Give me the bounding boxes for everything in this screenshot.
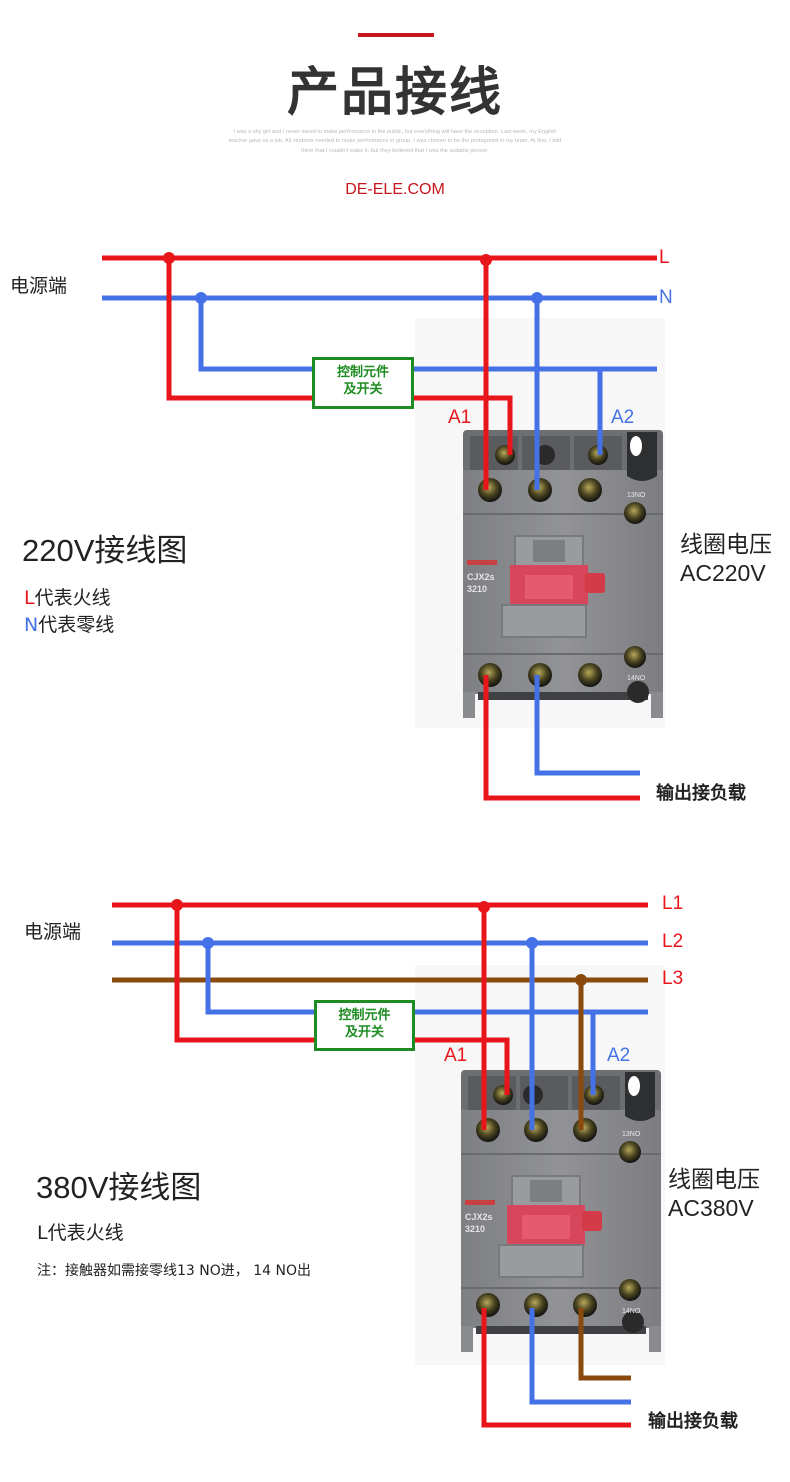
junction-dot — [163, 252, 175, 264]
source-label: 电源端 — [10, 275, 68, 297]
wire-N-to-control — [198, 298, 314, 372]
coil-terminal-A2: A2 — [607, 1045, 631, 1066]
control-element-box: 控制元件 及开关 — [314, 1000, 415, 1051]
aux-top-label: 13NO — [627, 492, 646, 499]
device-rating: 3210 — [465, 1224, 485, 1234]
control-box-line2: 及开关 — [344, 1025, 384, 1040]
wire-L-to-control — [166, 258, 314, 401]
coil-terminal-A1: A1 — [448, 407, 472, 428]
junction-dot — [478, 901, 490, 913]
output-load-label: 输出接负载 — [656, 783, 746, 804]
coil-voltage-value: AC220V — [680, 560, 766, 586]
control-element-box: 控制元件 及开关 — [312, 357, 414, 409]
control-box-line2: 及开关 — [343, 382, 383, 397]
line-label-N: N — [659, 287, 673, 308]
device-model: CJX2s — [467, 572, 495, 582]
coil-terminal-A2: A2 — [611, 407, 635, 428]
indicator-red — [585, 573, 605, 593]
contactor-device-380: CJX2s 3210 13NO 14NO — [461, 1070, 661, 1352]
diagram-title-380v: 380V接线图 — [36, 1170, 202, 1205]
legend-text-N: 代表零线 — [38, 614, 115, 636]
decorative-blurb-text: I was a shy girl and I never dared to ma… — [228, 129, 562, 154]
device-model: CJX2s — [465, 1212, 493, 1222]
coil-voltage-label: 线圈电压 — [680, 531, 772, 557]
wire-output-L — [483, 675, 640, 801]
legend-L: L代表火线 — [24, 583, 111, 610]
wire-A1 — [413, 395, 513, 455]
device-rating: 3210 — [467, 584, 487, 594]
wire-A1 — [413, 1037, 510, 1095]
legend-letter-N: N — [24, 614, 39, 636]
legend-text-L: 代表火线 — [34, 587, 111, 609]
neutral-note: 注：接触器如需接零线13 NO进， 14 NO出 — [37, 1263, 311, 1279]
aux-top-label: 13NO — [622, 1131, 641, 1138]
title-accent-bar — [358, 33, 434, 37]
coil-terminal-A1: A1 — [444, 1045, 468, 1066]
line-label-L: L — [659, 247, 670, 268]
wire-output-L1 — [481, 1308, 631, 1428]
aux-bottom-label: 14NO — [622, 1308, 641, 1315]
diagram-title-220v: 220V接线图 — [22, 533, 188, 568]
coil-voltage-380: 线圈电压 AC380V — [668, 1165, 760, 1223]
junction-dot — [480, 254, 492, 266]
aux-bottom-label: 14NO — [627, 675, 646, 682]
source-label: 电源端 — [24, 921, 82, 943]
junction-dot — [202, 937, 214, 949]
junction-dot — [575, 974, 587, 986]
output-load-label: 输出接负载 — [648, 1411, 738, 1432]
line-label-L1: L1 — [662, 893, 684, 914]
contactor-device-220: CJX2s 3210 13NO 14NO — [463, 430, 663, 718]
page-title: 产品接线 — [286, 63, 503, 123]
wire-L2-to-control — [205, 943, 316, 1015]
junction-dot — [171, 899, 183, 911]
legend-letter-L: L — [24, 587, 35, 609]
wire-L1-to-control — [174, 905, 316, 1043]
diagram-220v: CJX2s 3210 13NO 14NO — [102, 252, 665, 801]
wire-output-L3 — [578, 1308, 631, 1381]
junction-dot — [526, 937, 538, 949]
wire-output-N — [534, 675, 640, 776]
line-label-L3: L3 — [662, 968, 684, 989]
coil-voltage-value: AC380V — [668, 1195, 754, 1221]
legend-N: N代表零线 — [24, 610, 114, 637]
coil-voltage-label: 线圈电压 — [668, 1166, 760, 1192]
legend-L: L代表火线 — [37, 1222, 124, 1244]
coil-voltage-220: 线圈电压 AC220V — [680, 530, 772, 588]
junction-dot — [531, 292, 543, 304]
line-label-L2: L2 — [662, 931, 684, 952]
control-box-line1: 控制元件 — [336, 365, 389, 380]
brand-url: DE-ELE.COM — [345, 181, 445, 198]
diagram-380v: CJX2s 3210 13NO 14NO — [112, 899, 665, 1428]
junction-dot — [195, 292, 207, 304]
wire-output-L2 — [529, 1308, 631, 1405]
control-box-line1: 控制元件 — [338, 1008, 391, 1023]
